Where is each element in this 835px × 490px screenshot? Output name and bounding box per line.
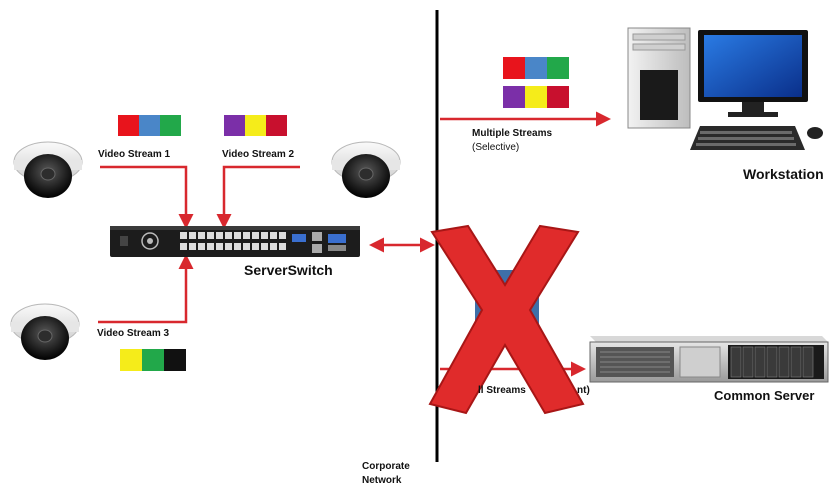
selective-label: (Selective) [472,142,520,153]
stream-2-color-strip [224,115,287,136]
network-label: Network [362,475,402,486]
all-streams-tail-label: nt) [577,385,590,396]
stream-1-label: Video Stream 1 [98,149,171,160]
stream-1-color-strip [118,115,181,136]
all-streams-label: ll Streams [478,385,526,396]
workstation-label: Workstation [743,166,824,182]
corporate-label: Corporate [362,461,410,472]
desktop-computer-icon [627,27,823,150]
stream-3-connector [98,254,194,324]
common-server-label: Common Server [714,388,815,403]
multiple-streams-label: Multiple Streams [472,128,553,139]
stream-3-label: Video Stream 3 [97,328,170,339]
stream-1-connector [100,165,194,229]
dome-camera-icon [10,303,80,360]
stream-3-color-strip [120,349,186,371]
stream-2-connector [216,165,300,229]
network-switch-icon [110,226,360,257]
selective-stream-strip-1 [503,57,569,79]
red-x-icon [428,224,585,415]
dome-camera-icon [331,141,401,198]
dome-camera-icon [13,141,83,198]
stream-2-label: Video Stream 2 [222,149,295,160]
serverswitch-label: ServerSwitch [244,262,333,278]
selective-stream-strip-2 [503,86,569,108]
rack-server-icon [589,336,829,383]
